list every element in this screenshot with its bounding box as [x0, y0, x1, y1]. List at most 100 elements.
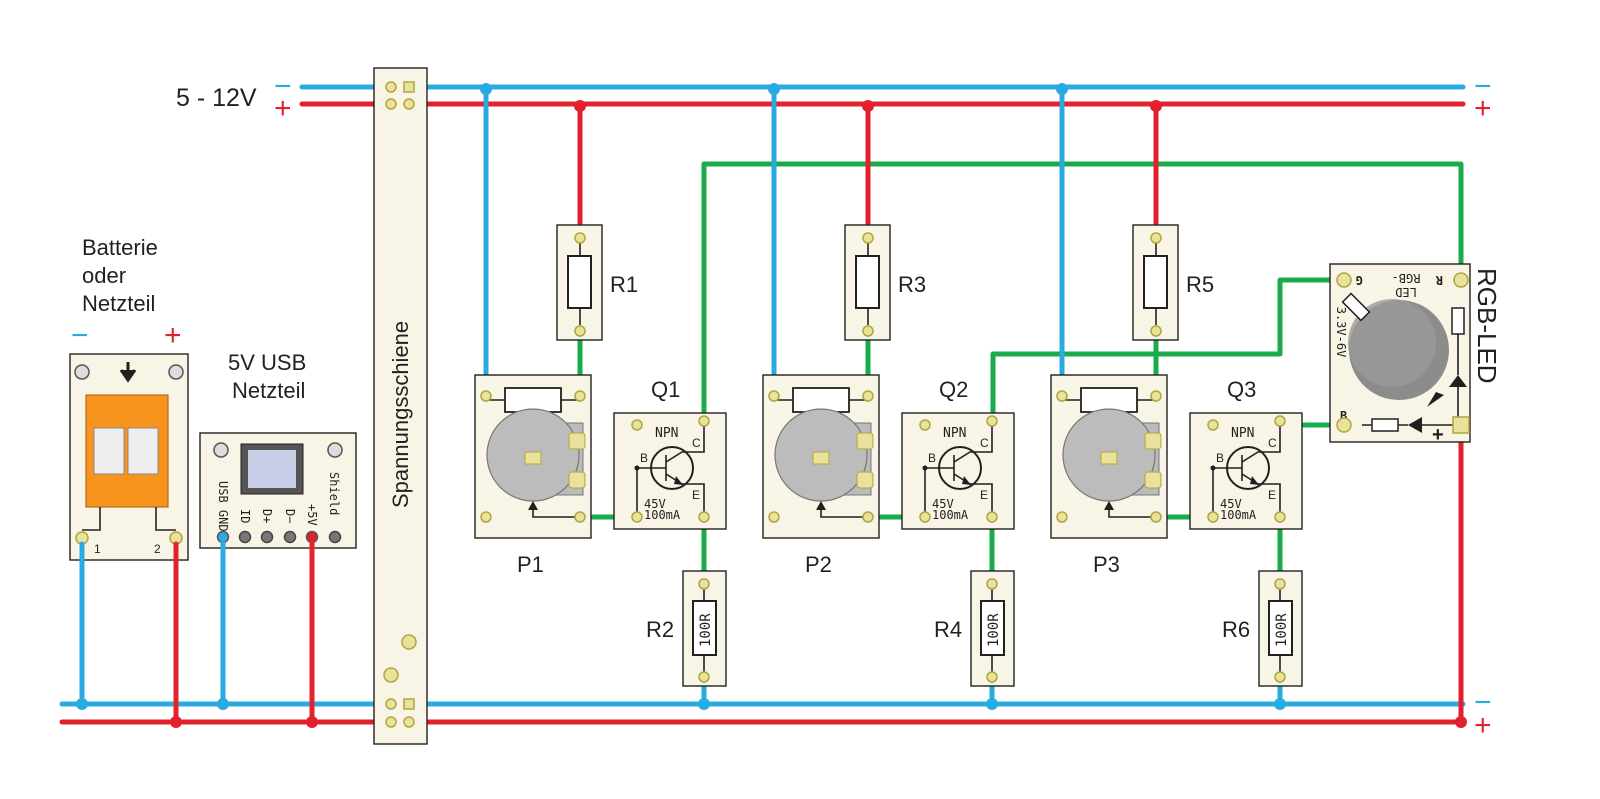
junction-dot — [862, 100, 874, 112]
junction-dot — [480, 83, 492, 95]
transistor-label: Q1 — [651, 377, 680, 402]
top-left-plus-sign: + — [274, 92, 292, 125]
bottom-resistor-label: R6 — [1222, 617, 1250, 642]
pot-wiper-pad — [1100, 451, 1118, 465]
potentiometer-label: P2 — [805, 552, 832, 577]
rgb-board-pin-b: B — [1340, 409, 1347, 423]
rail-pad — [403, 716, 415, 728]
emitter-arrow — [1250, 476, 1259, 485]
bottom-resistor-value: 100R — [698, 613, 714, 647]
bottom-right-minus-sign: − — [1474, 686, 1492, 719]
transistor-pad — [986, 511, 998, 523]
transistor-pad — [1207, 511, 1219, 523]
potentiometer-label: P3 — [1093, 552, 1120, 577]
pot-pad — [768, 511, 780, 523]
rgb-diode-icon — [1427, 392, 1444, 407]
rgb-resistor-r — [1451, 307, 1465, 335]
terminal-clamp — [93, 427, 125, 475]
supply-voltage-label: 5 - 12V — [176, 84, 257, 112]
pot-wiper-trace — [1108, 510, 1156, 518]
rgb-led-lens-highlight — [1348, 299, 1436, 387]
usb-board-screw — [327, 442, 343, 458]
transistor-pad — [919, 419, 931, 431]
usb-pad-dplus — [260, 530, 274, 544]
resistor-pad — [1274, 671, 1286, 683]
voltage-rail-label: Spannungsschiene — [388, 321, 413, 508]
pot-pad — [1150, 511, 1162, 523]
bottom-supply-lines — [59, 701, 1466, 725]
transistor-pad — [631, 511, 643, 523]
usb-pad-id — [238, 530, 252, 544]
pot-wiper-arrow — [816, 501, 826, 510]
pot-pad — [480, 390, 492, 402]
battery-section: Batterie oder Netzteil − + 1 2 — [69, 235, 189, 561]
channel-1: R1 P1 Q1 NPN 45V 100mA B C E — [474, 83, 727, 710]
potentiometer-label: P1 — [517, 552, 544, 577]
terminal-leads — [82, 507, 176, 531]
rgb-board-pin-r: R — [1435, 273, 1443, 287]
battery-pin-2-label: 2 — [154, 542, 161, 556]
junction-dot — [986, 698, 998, 710]
usb-pad-shield — [328, 530, 342, 544]
top-left-minus-sign: − — [274, 70, 292, 103]
rail-pad — [385, 716, 397, 728]
junction-dot — [170, 716, 182, 728]
emitter-arrow — [962, 476, 971, 485]
transistor-type: NPN — [943, 426, 966, 441]
junction-dot — [922, 465, 928, 471]
resistor-symbol — [567, 255, 592, 309]
transistor-pad — [1274, 511, 1286, 523]
rgb-board-pin-g: G — [1356, 273, 1363, 287]
resistor-pad — [1274, 578, 1286, 590]
junction-dot — [634, 465, 640, 471]
pot-pin — [1144, 432, 1162, 450]
transistor-pad — [919, 511, 931, 523]
resistor-pad — [574, 232, 586, 244]
bottom-right-plus-sign: + — [1474, 709, 1492, 742]
rail-mount-hole — [401, 634, 417, 650]
usb-label-line-1: 5V USB — [228, 350, 306, 375]
transistor-type: NPN — [655, 426, 678, 441]
usb-pin-label-shield: Shield — [327, 472, 341, 515]
junction-dot — [1210, 465, 1216, 471]
battery-pin-1-label: 1 — [94, 542, 101, 556]
pot-wiper-trace — [532, 510, 580, 518]
junction-dot — [1056, 83, 1068, 95]
rgb-board-voltage: 3.3V-6V — [1334, 307, 1348, 358]
usb-pin-label-dplus: D+ — [260, 509, 274, 523]
battery-minus-sign: − — [71, 319, 89, 352]
battery-board-screw — [74, 364, 90, 380]
transistor-label: Q2 — [939, 377, 968, 402]
voltage-rail: Spannungsschiene — [373, 67, 428, 745]
usb-board-screw — [213, 442, 229, 458]
transistor-pin-b: B — [1216, 451, 1224, 465]
rgb-resistor-g — [1341, 292, 1371, 322]
transistor-traces — [1212, 425, 1281, 517]
pot-wiper-pad — [812, 451, 830, 465]
bottom-junctions — [76, 698, 1467, 728]
rgb-led-module: RGB- LED 3.3V-6V R G B + RGB-LED — [1329, 263, 1502, 446]
rail-mount-hole — [383, 667, 399, 683]
channel-3: R5 P3 Q3 NPN 45V 100mA B C E — [1050, 83, 1303, 710]
pot-wiper-arrow — [1104, 501, 1114, 510]
rgb-resistor-b — [1371, 418, 1399, 432]
transistor-pin-c: C — [692, 436, 701, 450]
transistor-pin-c: C — [1268, 436, 1277, 450]
battery-label-line-1: Batterie — [82, 235, 158, 260]
pot-wiper-pad — [524, 451, 542, 465]
pot-pad — [1150, 390, 1162, 402]
top-right-plus-sign: + — [1474, 92, 1492, 125]
usb-pad-dminus — [283, 530, 297, 544]
transistor-pad — [1207, 419, 1219, 431]
rgb-pad-g — [1336, 272, 1352, 288]
pot-pad — [1056, 511, 1068, 523]
rgb-board-text-1: RGB- — [1392, 271, 1421, 285]
transistor-voltage: 45V — [932, 497, 954, 511]
resistor-pad — [574, 325, 586, 337]
pot-pin — [1144, 471, 1162, 489]
pot-wiper-trace — [820, 510, 868, 518]
junction-dot — [306, 716, 318, 728]
pot-pin — [568, 471, 586, 489]
rgb-board-text-2: LED — [1395, 285, 1417, 299]
rgb-diode-icon — [1408, 417, 1422, 433]
